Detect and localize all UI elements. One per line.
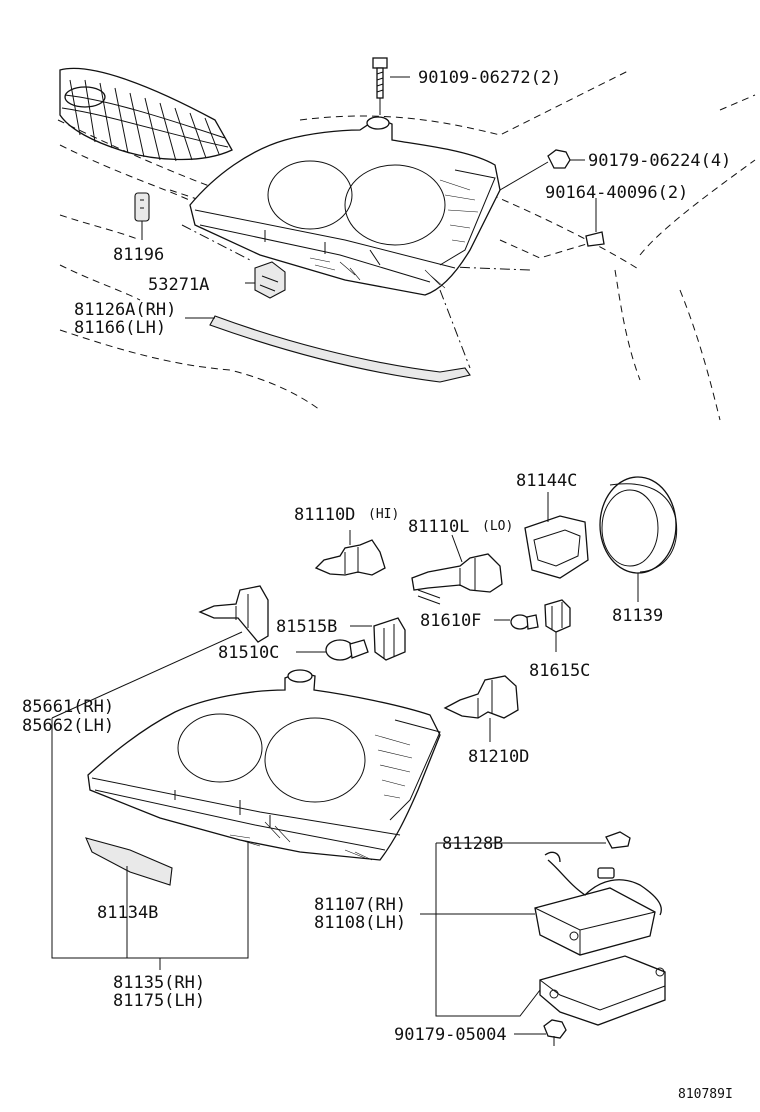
headlamp-bottom	[87, 669, 441, 861]
label-81110d-note: (HI)	[368, 507, 399, 522]
label-81210d: 81210D	[468, 747, 529, 767]
label-screw: 90164-40096(2)	[545, 183, 688, 203]
bracket-81134b-icon	[85, 837, 173, 900]
clip-81196-icon	[134, 192, 150, 240]
label-81110d: 81110D	[294, 505, 355, 525]
bulb-85661-icon	[198, 585, 269, 643]
socket-81515b-icon	[350, 617, 406, 661]
label-81128b: 81128B	[442, 834, 503, 854]
bolt-icon	[372, 57, 388, 115]
screw-icon	[585, 205, 605, 247]
label-81515b: 81515B	[276, 617, 337, 637]
label-nut-bottom: 90179-05004	[394, 1025, 507, 1045]
grommet-81128b-icon	[516, 831, 631, 849]
label-81107: 81107(RH)	[314, 895, 406, 915]
ecu-81107-icon	[534, 851, 662, 956]
drawing-number: 810789I	[678, 1087, 733, 1102]
ring-81139-icon	[599, 476, 678, 602]
label-53271a: 53271A	[148, 275, 209, 295]
label-85662: 85662(LH)	[22, 716, 114, 736]
label-nut: 90179-06224(4)	[588, 151, 731, 171]
label-81135: 81135(RH)	[113, 973, 205, 993]
nut-icon	[499, 149, 571, 191]
bulb-81210d-icon	[443, 675, 519, 742]
label-81510c: 81510C	[218, 643, 279, 663]
label-81144c: 81144C	[516, 471, 577, 491]
label-81166: 81166(LH)	[74, 318, 166, 338]
headlamp-top	[189, 116, 501, 296]
label-81196: 81196	[113, 245, 164, 265]
label-81175: 81175(LH)	[113, 991, 205, 1011]
grille	[59, 67, 233, 162]
assembly-bracket-lines	[51, 631, 541, 1035]
label-81110l-note: (LO)	[482, 519, 513, 534]
bulb-81610f-icon	[494, 614, 539, 630]
nut-bottom-icon	[540, 1019, 567, 1046]
label-81110l: 81110L	[408, 517, 469, 537]
molding-81126a-icon	[185, 315, 471, 383]
label-81126a: 81126A(RH)	[74, 300, 176, 320]
bracket-53271a-icon	[245, 261, 286, 299]
label-81139: 81139	[612, 606, 663, 626]
label-85661: 85661(RH)	[22, 697, 114, 717]
label-81615c: 81615C	[529, 661, 590, 681]
label-bolt-top: 90109-06272(2)	[418, 68, 561, 88]
bulb-81110d-icon	[314, 530, 386, 576]
cover-81144c-icon	[524, 492, 589, 579]
label-81134b: 81134B	[97, 903, 158, 923]
label-81108: 81108(LH)	[314, 913, 406, 933]
bracket-ecu-icon	[539, 955, 666, 1026]
socket-81615c-icon	[544, 599, 571, 652]
vehicle-front-outline	[57, 67, 756, 421]
bulb-81510c-icon	[296, 639, 369, 661]
label-81610f: 81610F	[420, 611, 481, 631]
bulb-81110l-icon	[411, 534, 503, 605]
